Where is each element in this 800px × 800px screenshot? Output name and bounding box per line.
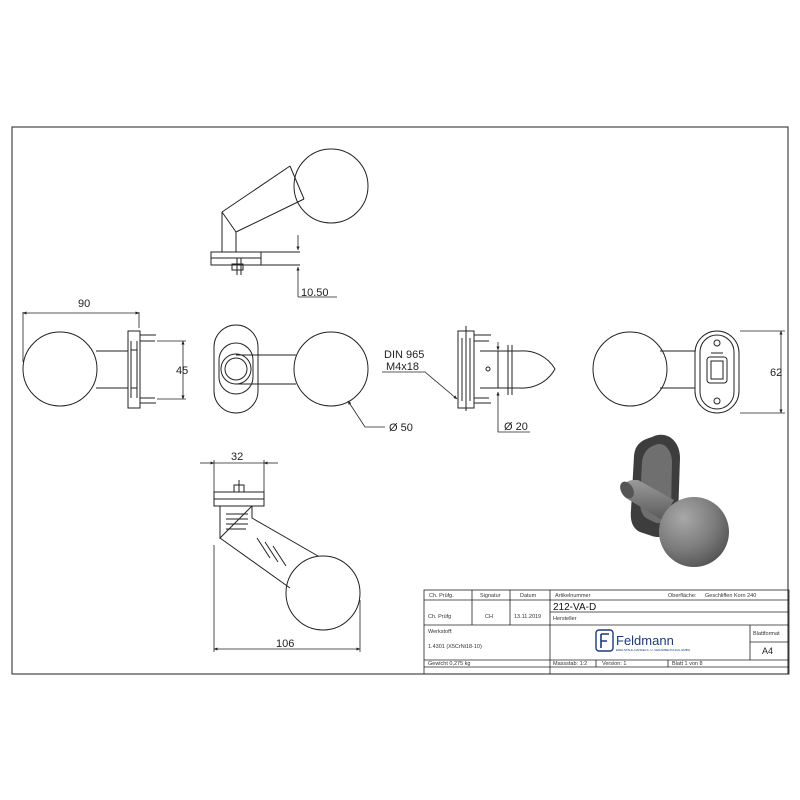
dim-rose-62: 62: [770, 367, 782, 379]
logo-sub: EDELSTAHL-HANDELS- U.-VERARBEITUNGS-GMBH: [616, 648, 690, 652]
rear-view: [592, 330, 740, 414]
dimension-bottom-32: [200, 460, 278, 492]
dimension-width-90: [22, 311, 140, 362]
dimension-top-offset: [296, 235, 337, 298]
tb-header-signatur: Signatur: [480, 593, 501, 599]
dim-bottom-32: 32: [231, 451, 243, 463]
tb-werkstoff: 1.4301 (X5CrNi18-10): [428, 644, 482, 650]
tb-header-artikelnummer: Artikelnummer: [555, 593, 591, 599]
dim-width-90: 90: [78, 298, 90, 310]
drawing-frame: [11, 126, 789, 675]
tb-header-pruefer: Ch. Prüfg.: [429, 593, 454, 599]
tb-header-datum: Datum: [520, 593, 537, 599]
front-view: [213, 324, 369, 414]
dimension-height-45: [157, 340, 186, 400]
bottom-view: [213, 480, 361, 631]
tb-hersteller-label: Hersteller: [553, 616, 577, 622]
dim-thread-size: M4x18: [386, 361, 419, 373]
tb-gewicht: Gewicht 0,275 kg: [428, 661, 471, 667]
dim-thread: DIN 965: [384, 349, 424, 361]
tb-blattformat: A4: [762, 646, 773, 656]
dimension-rose-62: [740, 330, 785, 414]
section-view: [457, 326, 556, 411]
tb-signatur: CH: [485, 614, 493, 620]
dimension-ball-dia: [347, 400, 385, 428]
dimension-thread: [382, 371, 458, 400]
tb-werkstoff-label: Werkstoff:: [428, 629, 453, 635]
dim-neck-dia: Ø 20: [504, 421, 528, 433]
tb-blatt: Blatt 1 von 8: [672, 661, 703, 667]
dim-top-offset: 10.50: [301, 287, 329, 299]
dim-height-45: 45: [176, 365, 188, 377]
tb-blattformat-label: Blattformat: [753, 631, 780, 637]
feldmann-logo: Feldmann EDELSTAHL-HANDELS- U.-VERARBEIT…: [595, 629, 690, 652]
top-view: [210, 148, 369, 275]
tb-pruefer: Ch. Prüfg: [428, 614, 451, 620]
dimension-bottom-106: [213, 545, 361, 652]
isometric-view: [620, 434, 729, 567]
tb-artikelnummer: 212-VA-D: [553, 602, 596, 613]
dim-ball-dia: Ø 50: [389, 422, 413, 434]
dimension-neck-dia: [496, 342, 530, 433]
tb-header-oberflaeche: Oberfläche:: [668, 593, 697, 599]
side-view-left: [22, 330, 156, 409]
logo-name: Feldmann: [616, 633, 674, 648]
dim-bottom-106: 106: [276, 638, 294, 650]
title-block: [423, 589, 790, 675]
tb-oberflaeche-value: Geschliffen Korn 240: [705, 593, 756, 599]
tb-version: Version: 1: [602, 661, 626, 667]
tb-datum: 13.11.2019: [514, 614, 541, 620]
tb-massstab: Massstab: 1:2: [553, 661, 587, 667]
